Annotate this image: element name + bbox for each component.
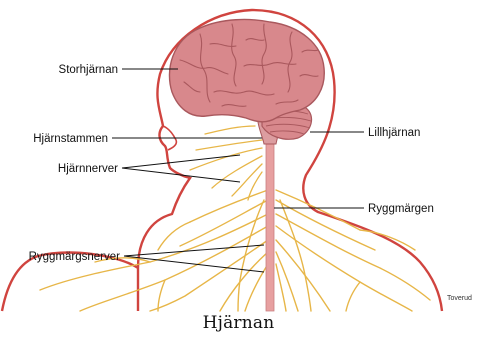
figure-caption: Hjärnan (0, 313, 477, 333)
spinal-cord (266, 140, 274, 311)
label-spinal-nerves: Ryggmärgsnerver (29, 251, 121, 263)
label-cranial-nerves: Hjärnnerver (58, 163, 118, 175)
cerebrum (169, 20, 324, 122)
image-credit: Toverud (447, 295, 472, 302)
nervous-system-diagram: Storhjärnan Hjärnstammen Hjärnnerver Lil… (0, 0, 477, 312)
leader-spinal-nerves-1 (124, 245, 264, 256)
label-cerebrum: Storhjärnan (59, 64, 118, 76)
leader-cranial-2 (122, 168, 240, 182)
label-cerebellum: Lillhjärnan (368, 127, 420, 139)
label-brainstem: Hjärnstammen (33, 133, 108, 145)
label-spinal-cord: Ryggmärgen (368, 203, 434, 215)
leader-cranial-1 (122, 155, 240, 168)
